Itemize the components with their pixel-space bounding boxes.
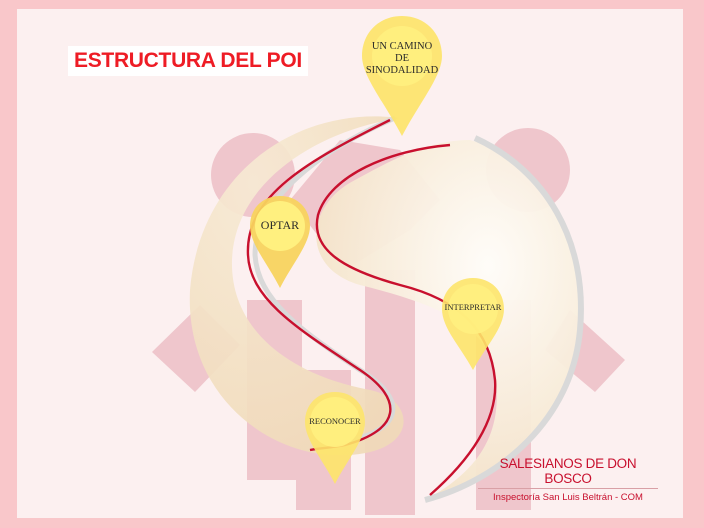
pin-label: INTERPRETAR xyxy=(444,302,502,312)
brand-logo: SALESIANOS DE DON BOSCO Inspectoría San … xyxy=(478,456,658,503)
map-pin-icon xyxy=(250,196,310,288)
brand-name: SALESIANOS DE DON BOSCO xyxy=(478,456,658,489)
pin-label: UN CAMINO DE SINODALIDAD xyxy=(365,41,439,77)
pin-sinodalidad[interactable]: UN CAMINO DE SINODALIDAD xyxy=(360,14,444,138)
map-pin-icon xyxy=(442,278,504,370)
pin-label: OPTAR xyxy=(260,218,300,232)
pin-interpretar[interactable]: INTERPRETAR xyxy=(440,276,506,372)
map-pin-icon xyxy=(305,392,365,484)
page-title: ESTRUCTURA DEL POI xyxy=(68,46,308,76)
pin-optar[interactable]: OPTAR xyxy=(248,194,312,290)
pin-reconocer[interactable]: RECONOCER xyxy=(303,390,367,486)
pin-label: RECONOCER xyxy=(309,416,361,426)
brand-subtitle: Inspectoría San Luis Beltrán - COM xyxy=(493,492,643,503)
map-pin-icon xyxy=(362,16,442,136)
